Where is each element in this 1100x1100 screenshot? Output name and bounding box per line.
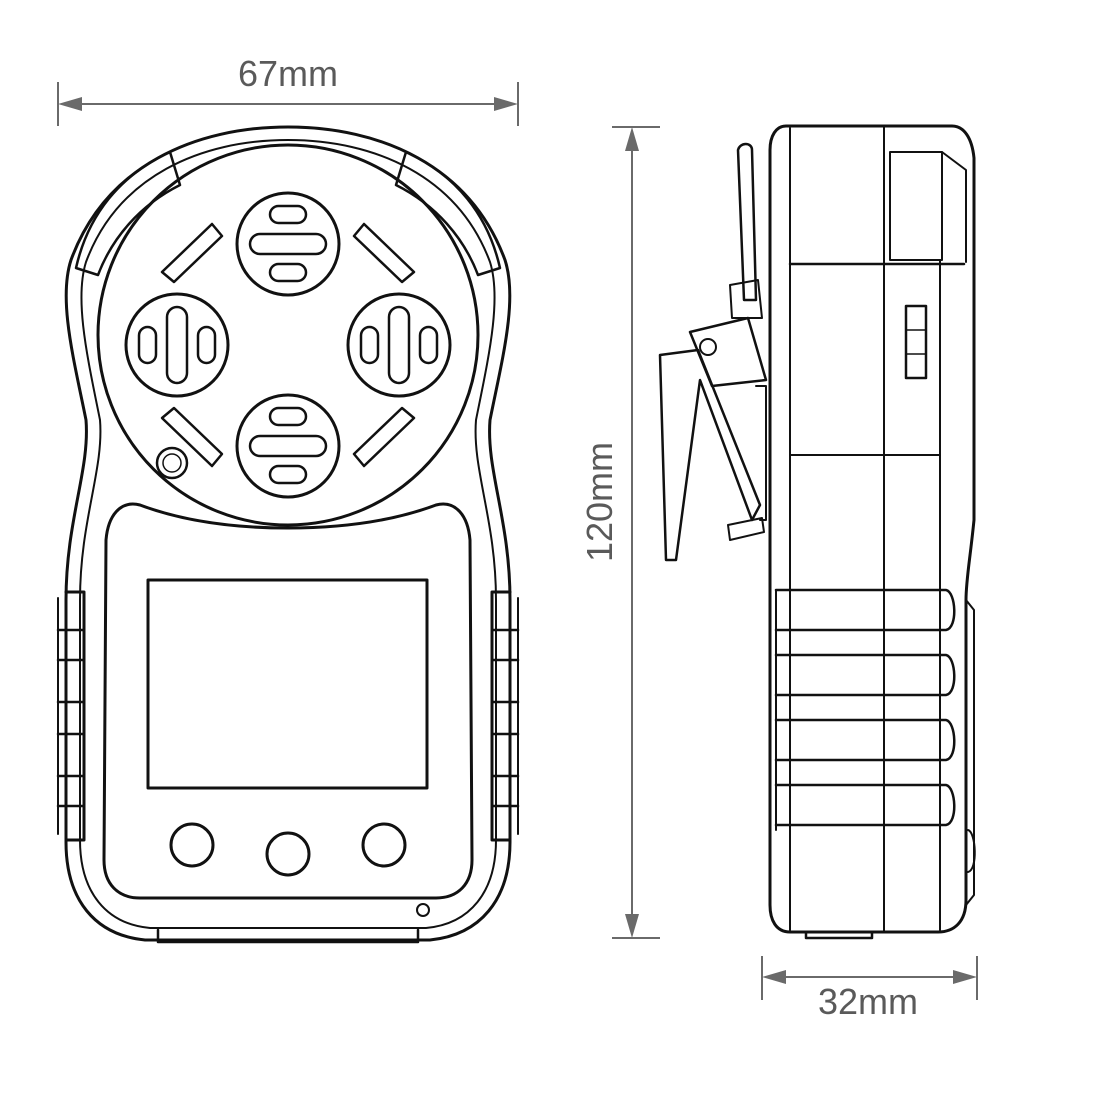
clip-pivot-icon — [699, 338, 717, 356]
vent-slot-bottom-right — [352, 406, 416, 468]
arrow-right-icon — [494, 97, 518, 111]
side-switch — [904, 304, 928, 380]
sensor-cap-left — [124, 292, 230, 398]
vent-slot-top-left — [160, 222, 224, 284]
indicator-ring — [155, 446, 189, 480]
side-back-knob — [967, 829, 976, 873]
front-outer-shell — [64, 125, 512, 942]
side-view — [658, 124, 976, 940]
left-side-grip — [56, 590, 86, 842]
side-grip-ribs — [774, 588, 956, 831]
arrow-right-icon — [953, 970, 977, 984]
right-button — [361, 822, 407, 868]
arrow-left-icon — [762, 970, 786, 984]
depth-label: 32mm — [818, 981, 918, 1022]
arrow-left-icon — [58, 97, 82, 111]
front-inner-shell — [79, 139, 497, 929]
width-dimension: 67mm — [57, 53, 519, 126]
indicator-ring-inner — [162, 453, 182, 473]
sensor-cap-bottom — [235, 393, 341, 499]
vent-slot-bottom-left — [160, 406, 224, 468]
bottom-base — [156, 928, 420, 944]
sensor-cap-right — [346, 292, 452, 398]
side-bottom-foot — [804, 930, 874, 940]
sensor-dome — [96, 143, 480, 527]
belt-clip — [658, 142, 768, 562]
width-label: 67mm — [238, 53, 338, 94]
front-view — [56, 125, 520, 944]
arrow-down-icon — [625, 914, 639, 938]
vent-slot-top-right — [352, 222, 416, 284]
left-button — [169, 822, 215, 868]
front-panel — [102, 502, 474, 900]
center-button — [265, 831, 311, 877]
depth-dimension: 32mm — [761, 956, 978, 1022]
side-body-outline — [768, 124, 976, 934]
display-screen — [146, 578, 429, 790]
side-top-bevel — [941, 151, 967, 263]
arrow-up-icon — [625, 127, 639, 151]
height-dimension: 120mm — [579, 126, 660, 939]
sensor-cap-top — [235, 191, 341, 297]
right-side-grip — [490, 590, 520, 842]
side-back-ridge — [965, 599, 975, 906]
height-label: 120mm — [579, 442, 620, 562]
lanyard-hole — [416, 903, 430, 917]
side-top-window — [889, 151, 943, 261]
